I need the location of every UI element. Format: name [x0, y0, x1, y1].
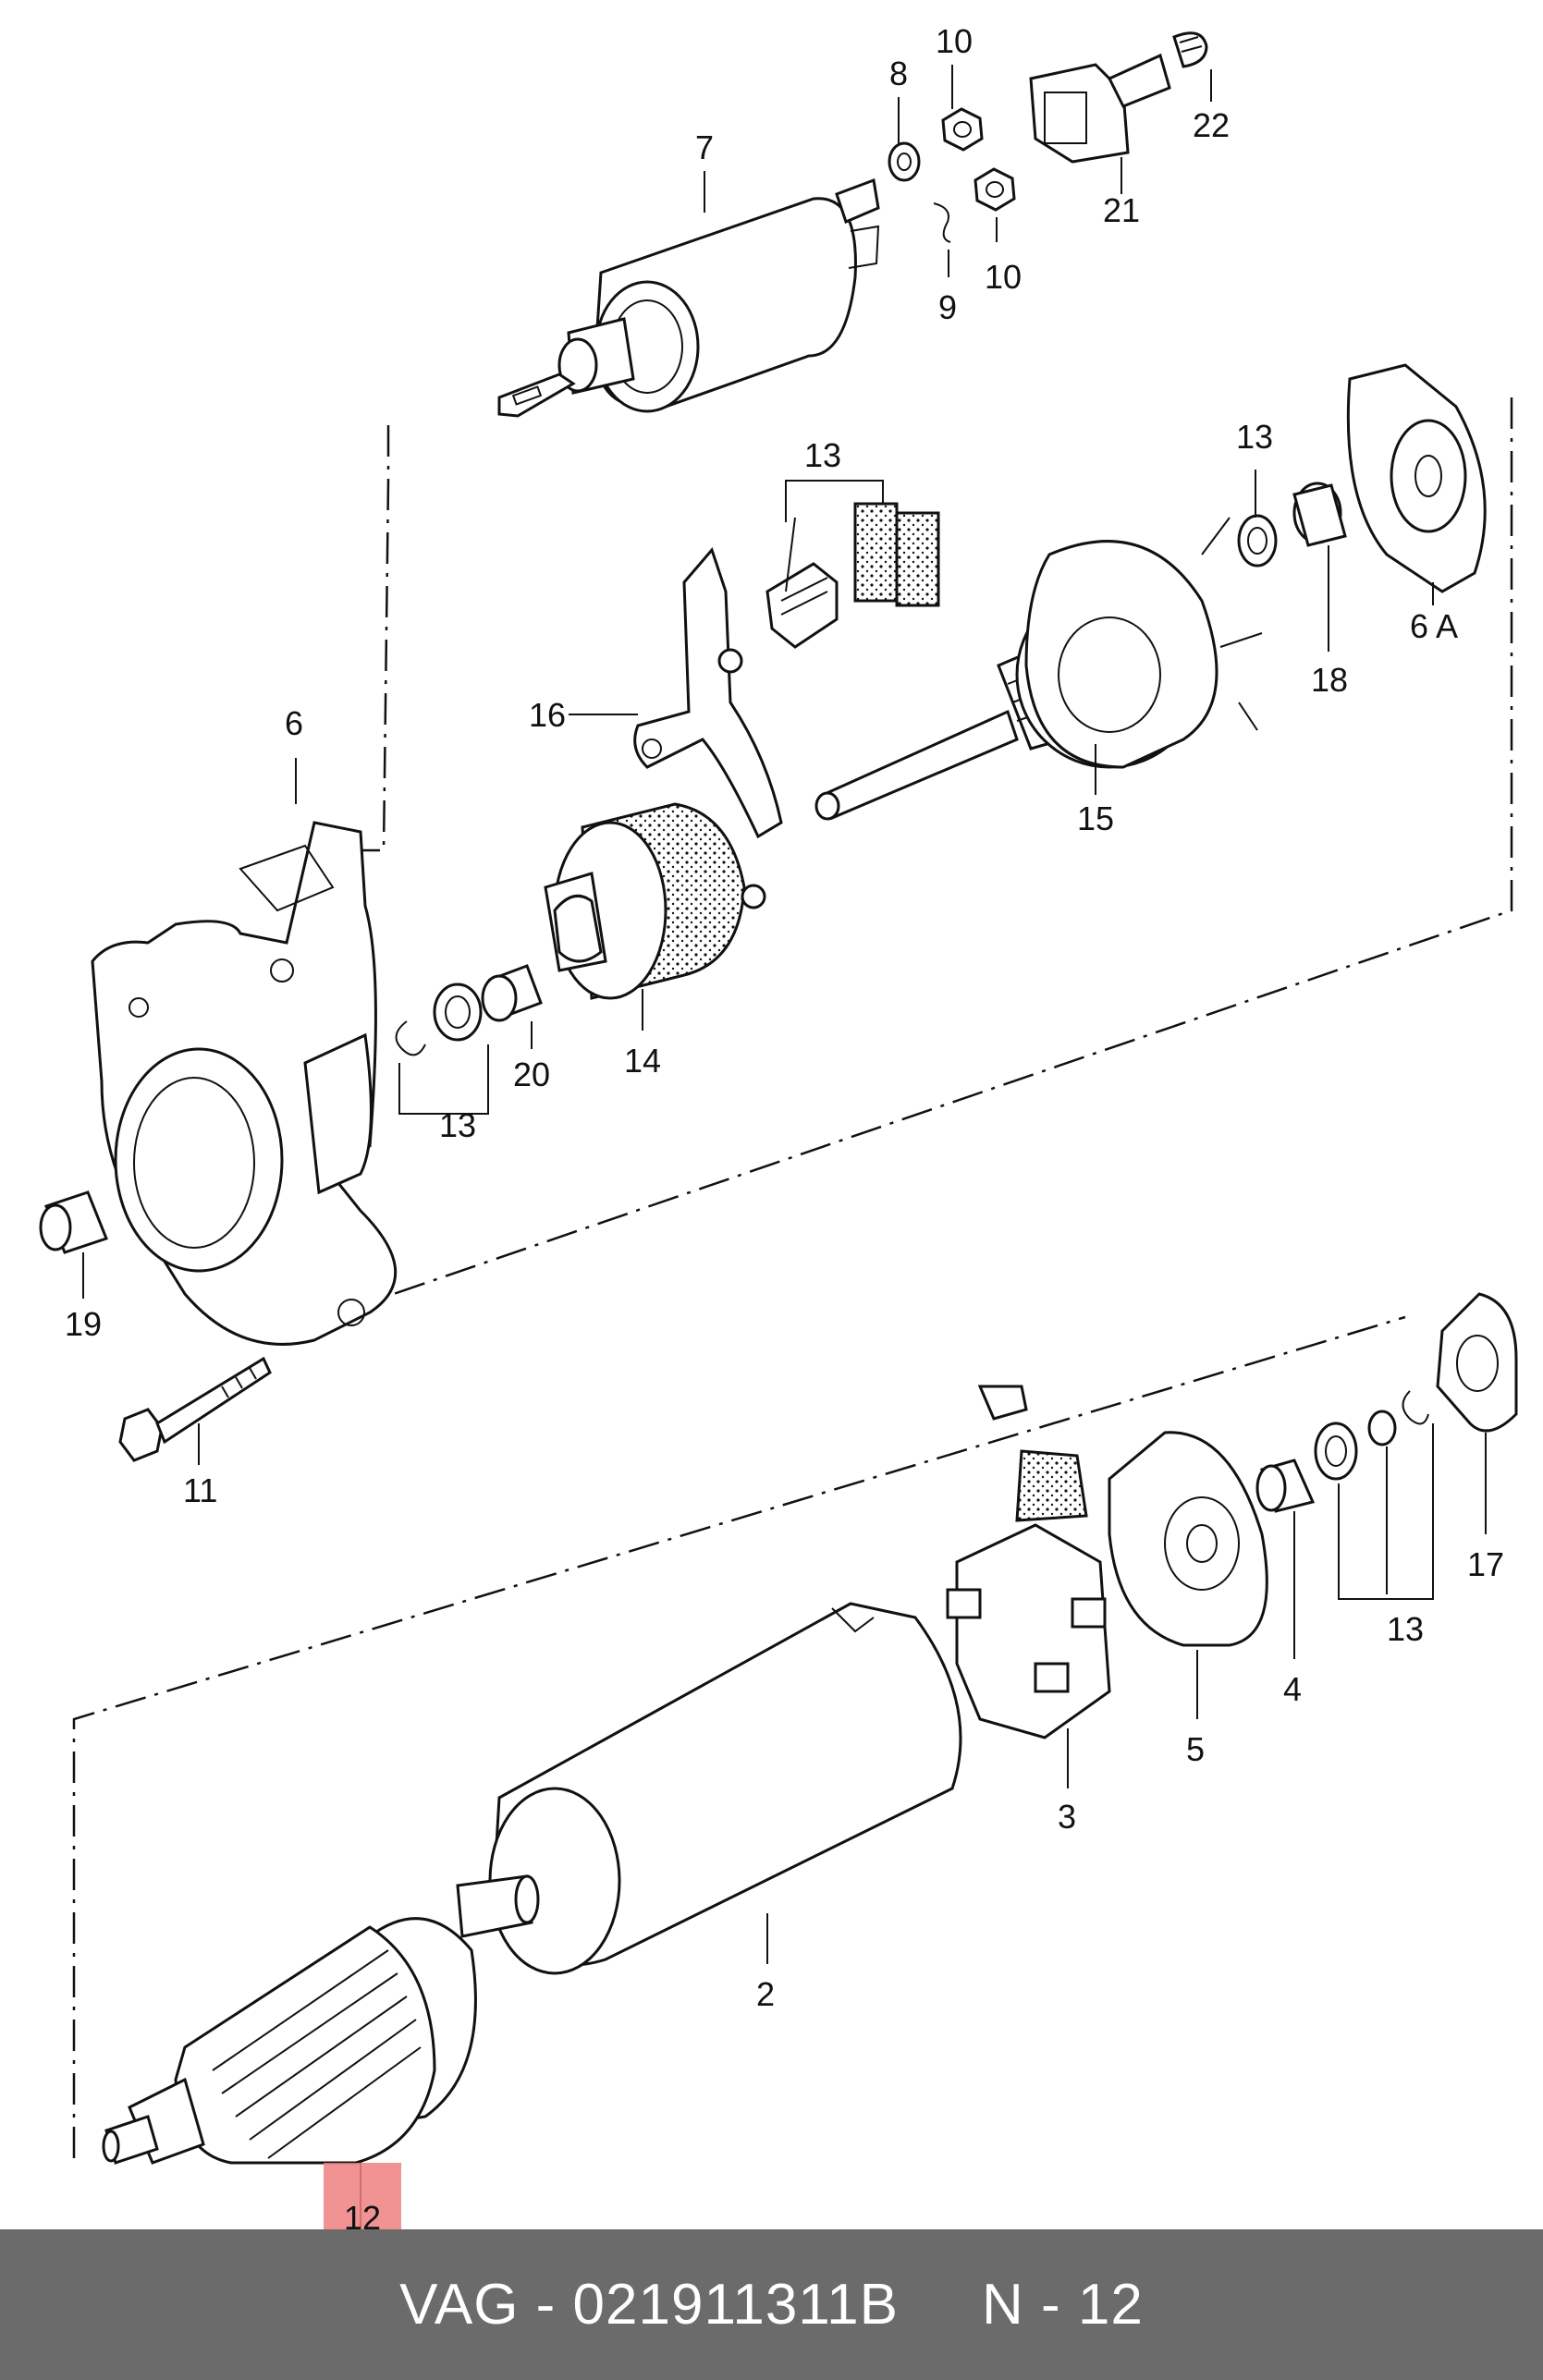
- highlight-box: [324, 2163, 401, 2229]
- label-part-19[interactable]: 19: [65, 1305, 102, 1343]
- part-end-hardware: [1255, 1292, 1518, 1513]
- part-end-cover: [1108, 1431, 1268, 1647]
- label-part-13-right[interactable]: 13: [1236, 418, 1273, 456]
- footer-part-code: VAG - 021911311B: [399, 2273, 900, 2337]
- part-fork-lever: [633, 547, 783, 839]
- footer-page-ref: N - 12: [982, 2273, 1144, 2337]
- leader-lines: [82, 65, 1487, 2227]
- footer-bar: VAG - 021911311B N - 12: [0, 2229, 1543, 2380]
- exploded-parts-diagram: 7 8 10 9 10 21 22 13 13 6 A 18 16 6 15 1…: [39, 22, 1518, 2229]
- label-part-9[interactable]: 9: [938, 288, 957, 326]
- label-part-21[interactable]: 21: [1103, 191, 1140, 229]
- part-pinion-drive: [544, 802, 766, 1000]
- label-part-22[interactable]: 22: [1193, 106, 1230, 144]
- label-part-17[interactable]: 17: [1467, 1545, 1504, 1583]
- part-end-plate-upper: [1237, 363, 1487, 593]
- label-part-6a[interactable]: 6 A: [1410, 607, 1458, 645]
- part-snap-ring-bushing: [395, 964, 543, 1056]
- part-drive-end-shaft: [814, 517, 1263, 821]
- part-connector: [1029, 31, 1208, 164]
- part-brush-set-upper: [765, 502, 940, 649]
- label-part-20[interactable]: 20: [513, 1056, 550, 1093]
- label-part-3[interactable]: 3: [1058, 1798, 1076, 1836]
- label-part-10-mid[interactable]: 10: [985, 258, 1022, 296]
- label-part-11[interactable]: 11: [183, 1471, 217, 1509]
- label-part-15[interactable]: 15: [1077, 799, 1114, 837]
- label-part-16[interactable]: 16: [529, 696, 566, 734]
- part-solenoid: [497, 177, 880, 418]
- label-part-13-lower[interactable]: 13: [439, 1106, 476, 1144]
- label-part-13-end[interactable]: 13: [1387, 1610, 1424, 1648]
- part-labels: 7 8 10 9 10 21 22 13 13 6 A 18 16 6 15 1…: [65, 22, 1504, 2229]
- label-part-10-top[interactable]: 10: [936, 22, 973, 60]
- part-washer-nuts: [888, 107, 1016, 243]
- label-part-14[interactable]: 14: [624, 1042, 661, 1080]
- label-part-18[interactable]: 18: [1311, 661, 1348, 699]
- label-part-13-upper[interactable]: 13: [804, 436, 841, 474]
- part-bushing-19: [39, 1190, 108, 1254]
- label-part-5[interactable]: 5: [1186, 1730, 1205, 1768]
- part-drive-housing: [91, 821, 398, 1346]
- part-armature: [102, 1874, 540, 2165]
- part-yoke: [488, 1602, 962, 1975]
- label-part-2[interactable]: 2: [756, 1975, 775, 2013]
- part-bolt: [118, 1356, 272, 1462]
- label-part-7[interactable]: 7: [695, 128, 714, 166]
- label-part-4[interactable]: 4: [1283, 1670, 1302, 1708]
- label-part-6[interactable]: 6: [285, 704, 303, 742]
- label-part-12[interactable]: 12: [344, 2199, 381, 2229]
- part-brush-holder: [946, 1385, 1111, 1739]
- label-part-8[interactable]: 8: [889, 55, 908, 92]
